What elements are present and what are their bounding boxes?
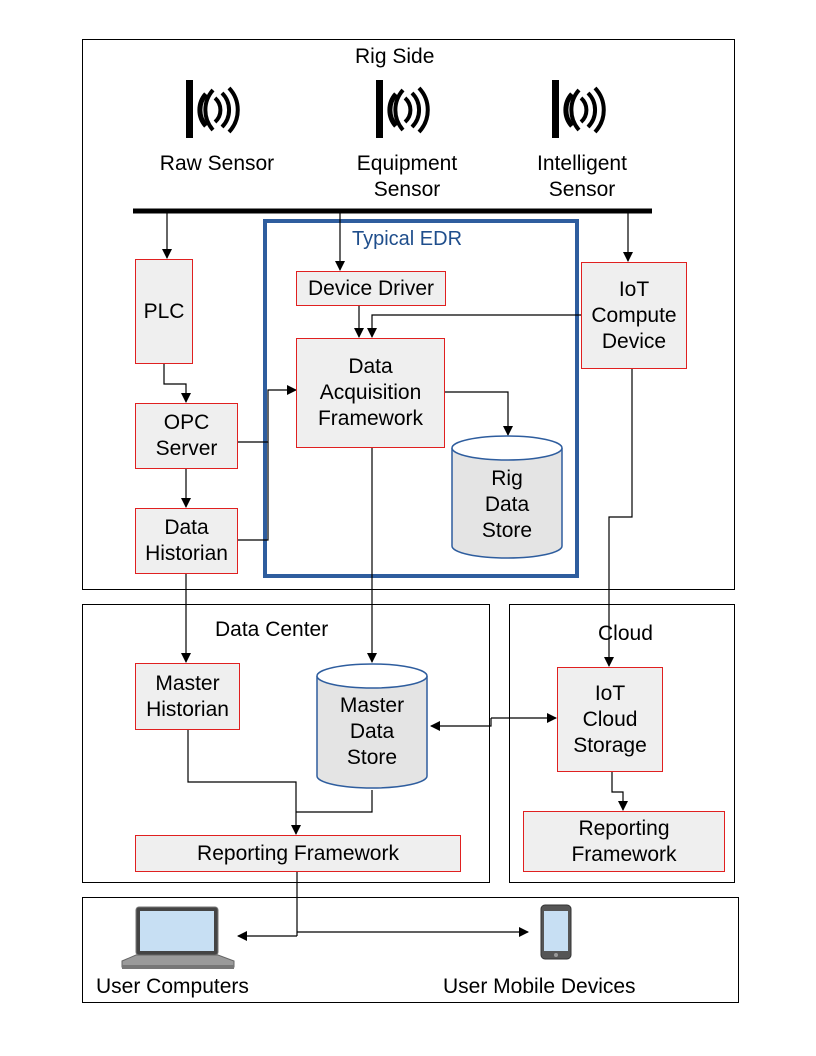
- laptop-icon: [121, 906, 235, 969]
- reporting-framework-dc-box: Reporting Framework: [135, 835, 461, 872]
- rig-data-store-label: Rig Data Store: [481, 467, 533, 542]
- sensor-wave-icon: [186, 80, 240, 138]
- master-historian-box: Master Historian: [135, 663, 240, 730]
- raw-sensor-label: Raw Sensor: [159, 152, 275, 175]
- intelligent-sensor-label: Intelligent Sensor: [537, 152, 627, 201]
- master-data-store-cylinder: [316, 663, 428, 789]
- rig-data-store-cylinder: [451, 435, 563, 559]
- data-center-title: Data Center: [215, 618, 329, 641]
- device-driver-box: Device Driver: [296, 271, 446, 306]
- mobile-phone-icon: [540, 904, 572, 960]
- user-mobile-devices-label: User Mobile Devices: [443, 975, 636, 998]
- sensor-wave-icon: [376, 80, 430, 138]
- data-acquisition-framework-box: Data Acquisition Framework: [296, 338, 445, 448]
- iot-cloud-storage-box: IoT Cloud Storage: [557, 667, 663, 772]
- users-frame: [82, 897, 739, 1003]
- user-computers-label: User Computers: [96, 975, 249, 998]
- sensor-wave-icon: [552, 80, 606, 138]
- rig-side-title: Rig Side: [355, 45, 435, 68]
- typical-edr-title: Typical EDR: [352, 228, 463, 250]
- iot-compute-device-box: IoT Compute Device: [581, 262, 687, 369]
- data-center-frame: [82, 604, 490, 883]
- plc-box: PLC: [135, 259, 193, 364]
- master-data-store-label: Master Data Store: [339, 694, 405, 769]
- opc-server-box: OPC Server: [135, 403, 238, 469]
- rig-side-frame: [82, 39, 735, 590]
- reporting-framework-cloud-box: Reporting Framework: [523, 811, 725, 872]
- data-historian-box: Data Historian: [135, 508, 238, 574]
- cloud-title: Cloud: [598, 622, 653, 645]
- equipment-sensor-label: Equipment Sensor: [356, 152, 458, 201]
